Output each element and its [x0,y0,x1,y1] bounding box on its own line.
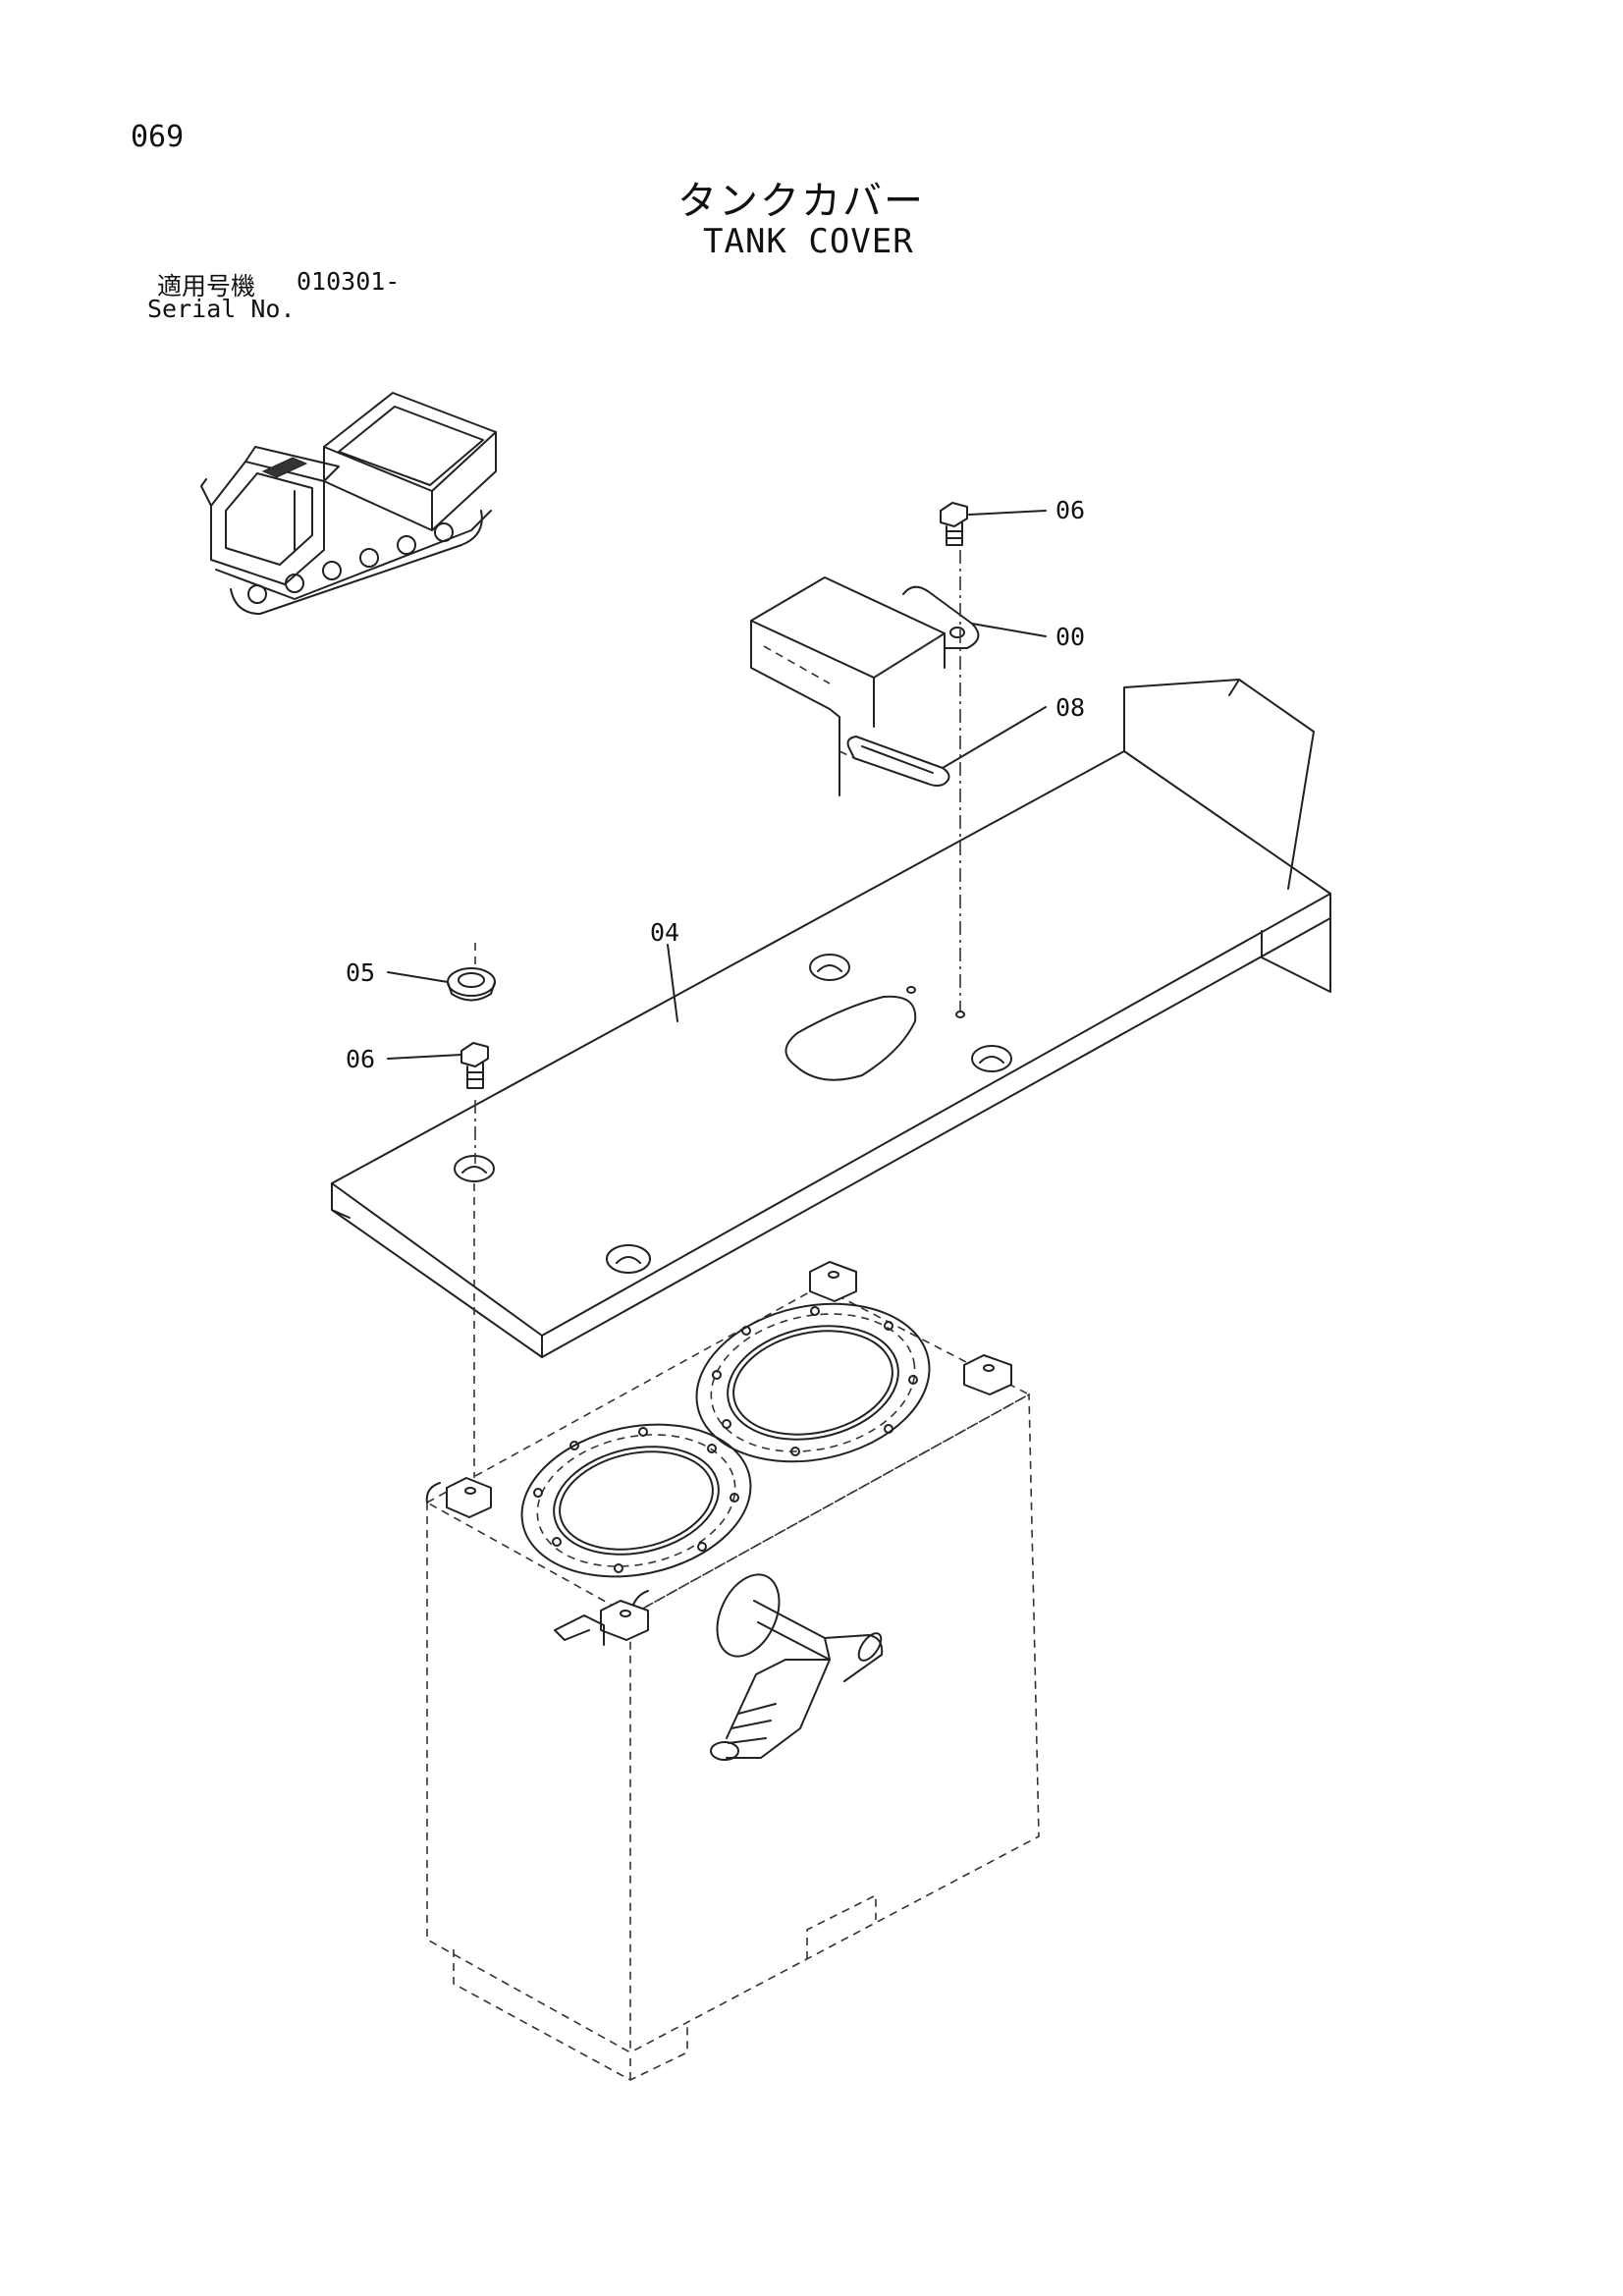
bracket-cover-part-00 [750,576,980,796]
serial-label-japanese: 適用号機 [157,272,256,301]
vehicle-thumbnail-illustration [200,392,497,615]
seal-strip-part-08 [839,736,950,787]
page-number: 069 [131,120,185,154]
bolt-part-06-left [460,1042,489,1089]
title-english: TANK COVER [703,222,914,261]
title-japanese: タンクカバー [677,179,925,224]
bolt-part-06-top [940,502,968,546]
callout-label-05: 05 [346,958,376,987]
tank-cover-plate-part-04 [331,679,1331,1358]
serial-label-english: Serial No. [147,295,296,323]
callout-label-00: 00 [1055,623,1086,651]
callout-label-08: 08 [1055,693,1086,722]
callout-leader-lines [387,510,1047,1060]
callout-label-06-left: 06 [346,1045,376,1073]
grommet-part-05 [447,967,496,1002]
callout-label-04: 04 [650,918,680,947]
hydraulic-tank-body [425,1261,1040,2081]
callout-label-06-top: 06 [1055,496,1086,524]
tank-flange-openings [520,1302,931,1578]
tank-suction-pipe [710,1573,884,1761]
assembly-center-lines [473,550,961,1478]
serial-number-value: 010301- [297,267,401,296]
